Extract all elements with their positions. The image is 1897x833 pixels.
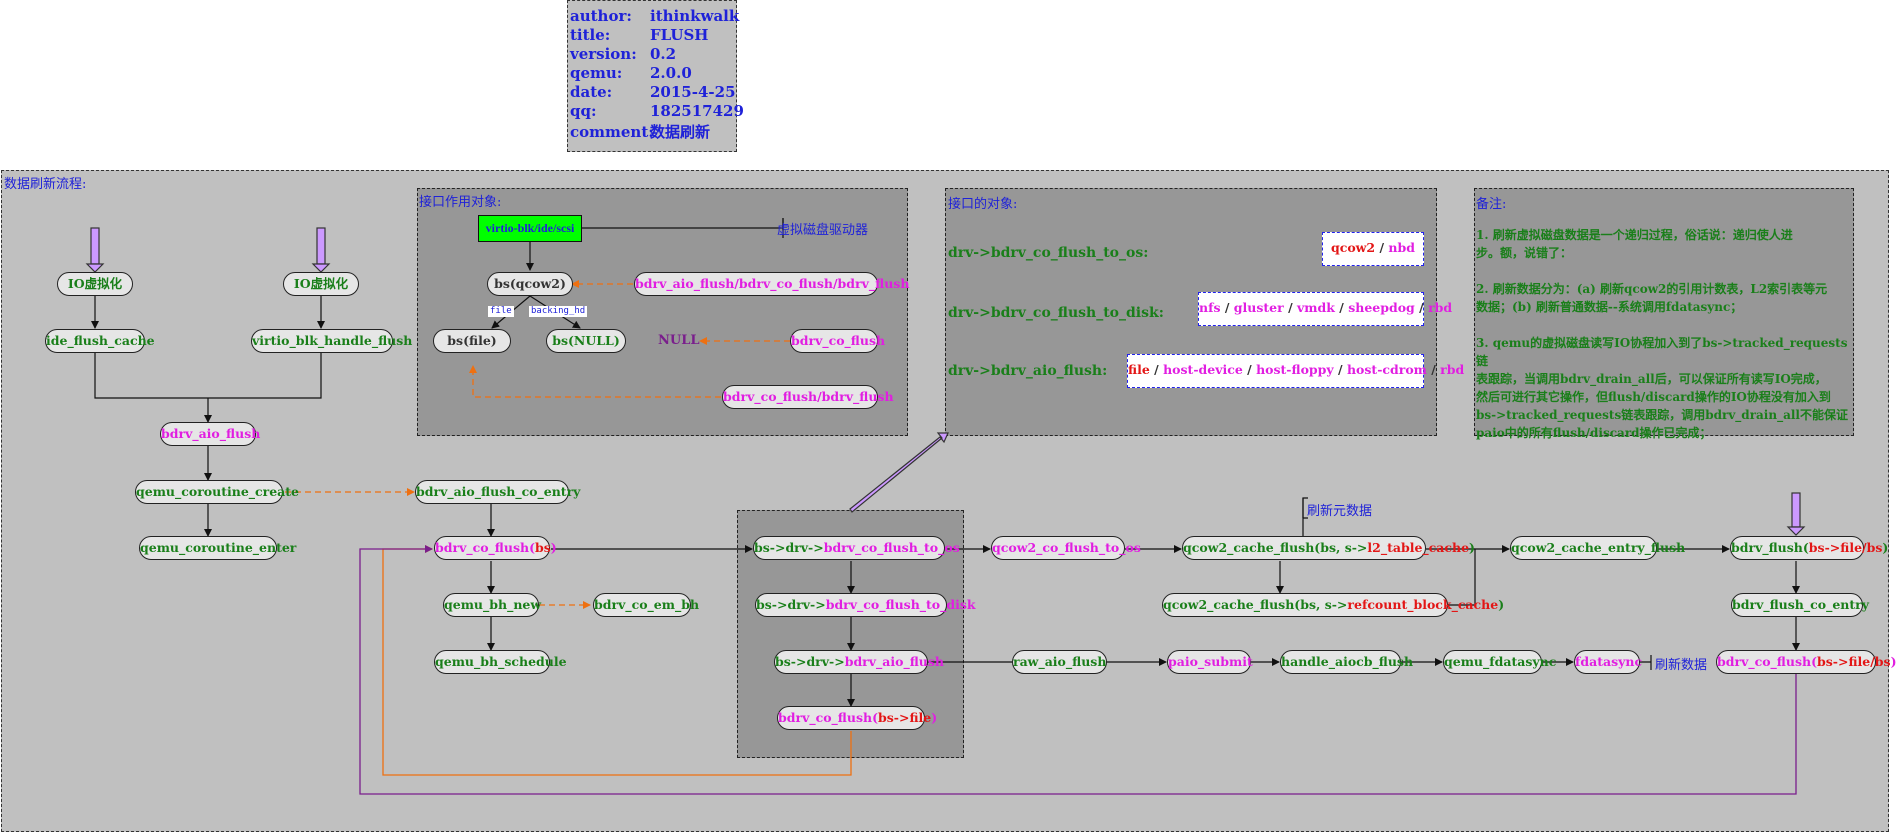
qcow2-cache-flush-refcount-node: qcow2_cache_flush(bs, s->refcount_block_… [1162, 593, 1504, 617]
target-separator: / [1333, 362, 1347, 377]
note-line: 步。额，说错了： [1476, 246, 1573, 260]
note-line: 表跟踪，当调用bdrv_drain_all后，可以保证所有读写IO完成， [1476, 372, 1827, 386]
null-label: NULL [658, 333, 700, 348]
io-virt-node-1: IO虚拟化 [57, 272, 133, 296]
target-separator: / [1220, 300, 1234, 315]
edge-label-backing-hd: backing_hd [529, 306, 588, 317]
iface-to-disk-label: drv->bdrv_co_flush_to_disk: [948, 305, 1164, 321]
note-line: 3. qemu的虚拟磁盘读写IO协程加入到了bs->tracked_reques… [1476, 336, 1848, 368]
target-separator: / [1149, 362, 1164, 377]
target-separator: / [1334, 300, 1349, 315]
target-separator: / [1426, 362, 1441, 377]
driver-target: nbd [1388, 240, 1415, 255]
panel-notes-label: 备注: [1476, 197, 1507, 212]
api-node-aio-co-flush: bdrv_aio_flush/bdrv_co_flush/bdrv_flush [634, 272, 909, 296]
qemu-fdatasync-node: qemu_fdatasync [1443, 650, 1556, 674]
target-separator: / [1375, 240, 1389, 255]
qemu-coroutine-create-node: qemu_coroutine_create [135, 480, 299, 504]
driver-target: host-floppy [1256, 362, 1334, 377]
ide-flush-cache-node: ide_flush_cache [45, 329, 155, 353]
meta-row: author:ithinkwalk [570, 7, 740, 25]
target-separator: / [1242, 362, 1257, 377]
note-line: 1. 刷新虚拟磁盘数据是一个递归过程，俗话说：递归使人进 [1476, 228, 1793, 242]
note-line: 然后可进行其它操作，但flush/discard操作的IO协程没有加入到 [1476, 390, 1831, 404]
bdrv-co-em-bh-node: bdrv_co_em_bh [593, 593, 699, 617]
meta-row: qemu:2.0.0 [570, 64, 692, 82]
driver-target: gluster [1233, 300, 1284, 315]
driver-target: nfs [1199, 300, 1221, 315]
notes-text: 1. 刷新虚拟磁盘数据是一个递归过程，俗话说：递归使人进步。额，说错了： 2. 刷… [1476, 226, 1852, 442]
target-separator: / [1414, 300, 1429, 315]
bs-null-node: bs(NULL) [546, 329, 626, 353]
api-node-co-flush: bdrv_co_flush [790, 329, 885, 353]
meta-row: qq:182517429 [570, 102, 744, 120]
to-os-targets-box: qcow2 / nbd [1322, 232, 1424, 266]
raw-aio-flush-node: raw_aio_flush [1012, 650, 1107, 674]
qcow2-cache-flush-l2-node: qcow2_cache_flush(bs, s->l2_table_cache) [1182, 536, 1475, 560]
io-virt-node-2: IO虚拟化 [283, 272, 359, 296]
qemu-bh-schedule-node: qemu_bh_schedule [434, 650, 567, 674]
panel-notes [1474, 188, 1854, 436]
bdrv-flush-co-entry-node: bdrv_flush_co_entry [1731, 593, 1869, 617]
drv-aio-flush-node: bs->drv->bdrv_aio_flush [774, 650, 944, 674]
refresh-data-label: 刷新数据 [1655, 658, 1708, 673]
drv-flush-to-disk-node: bs->drv->bdrv_co_flush_to_disk [755, 593, 976, 617]
qcow2-co-flush-to-os-node: qcow2_co_flush_to_os [991, 536, 1141, 560]
driver-target: rbd [1440, 362, 1465, 377]
note-line: 数据；(b) 刷新普通数据--系统调用fdatasync； [1476, 300, 1743, 314]
paio-submit-node: paio_submit [1167, 650, 1253, 674]
refresh-metadata-label: 刷新元数据 [1307, 504, 1373, 519]
to-disk-targets-box: nfs / gluster / vmdk / sheepdog / rbd [1198, 292, 1452, 326]
driver-target: file [1128, 362, 1150, 377]
note-line: 2. 刷新数据分为：(a) 刷新qcow2的引用计数表，L2索引表等元 [1476, 282, 1828, 296]
driver-target: sheepdog [1348, 300, 1415, 315]
virtual-disk-driver-label: 虚拟磁盘驱动器 [777, 223, 869, 238]
bdrv-co-flush-node: bdrv_co_flush(bs) [434, 536, 557, 560]
panel-target-label: 接口作用对象: [419, 195, 502, 210]
qcow2-cache-entry-flush-node: qcow2_cache_entry_flush [1510, 536, 1685, 560]
virtio-blk-ide-scsi-box: virtio-blk/ide/scsi [478, 215, 582, 242]
bs-file-node: bs(file) [433, 329, 511, 353]
qemu-bh-new-node: qemu_bh_new [443, 593, 541, 617]
driver-target: host-device [1163, 362, 1243, 377]
note-line: paio中的所有flush/discard操作已完成； [1476, 426, 1712, 440]
metadata-box: author:ithinkwalk title:FLUSH version:0.… [567, 0, 744, 152]
handle-aiocb-flush-node: handle_aiocb_flush [1280, 650, 1413, 674]
virtio-blk-handle-flush-node: virtio_blk_handle_flush [251, 329, 412, 353]
bdrv-aio-flush-co-entry-node: bdrv_aio_flush_co_entry [415, 480, 580, 504]
drv-co-flush-file-node: bdrv_co_flush(bs->file) [777, 706, 937, 730]
bdrv-flush-node: bdrv_flush(bs->file/bs) [1730, 536, 1888, 560]
note-line [1476, 316, 1852, 334]
meta-row: comment:数据刷新 [570, 123, 711, 141]
main-flow-label: 数据刷新流程: [4, 177, 87, 192]
driver-target: vmdk [1297, 300, 1335, 315]
panel-interface-label: 接口的对象: [948, 197, 1018, 212]
driver-target: qcow2 [1330, 240, 1376, 255]
bdrv-aio-flush-node: bdrv_aio_flush [160, 422, 260, 446]
edge-label-file: file [488, 306, 514, 317]
meta-row: version:0.2 [570, 45, 677, 63]
driver-target: host-cdrom [1346, 362, 1427, 377]
bs-qcow2-node: bs(qcow2) [487, 272, 573, 296]
note-line: bs->tracked_requests链表跟踪，调用bdrv_drain_al… [1476, 408, 1848, 422]
target-separator: / [1283, 300, 1298, 315]
drv-flush-to-os-node: bs->drv->bdrv_co_flush_to_os [753, 536, 960, 560]
aio-flush-targets-box: file / host-device / host-floppy / host-… [1127, 354, 1464, 388]
bdrv-co-flush-file-bs-node: bdrv_co_flush(bs->file/bs) [1716, 650, 1897, 674]
api-node-co-flush-flush: bdrv_co_flush/bdrv_flush [722, 385, 894, 409]
iface-aio-flush-label: drv->bdrv_aio_flush: [948, 363, 1108, 379]
qemu-coroutine-enter-node: qemu_coroutine_enter [139, 536, 296, 560]
meta-row: date:2015-4-25 [570, 83, 736, 101]
meta-row: title:FLUSH [570, 26, 709, 44]
driver-target: rbd [1428, 300, 1453, 315]
fdatasync-node: fdatasync [1574, 650, 1642, 674]
note-line [1476, 262, 1852, 280]
iface-to-os-label: drv->bdrv_co_flush_to_os: [948, 245, 1149, 261]
